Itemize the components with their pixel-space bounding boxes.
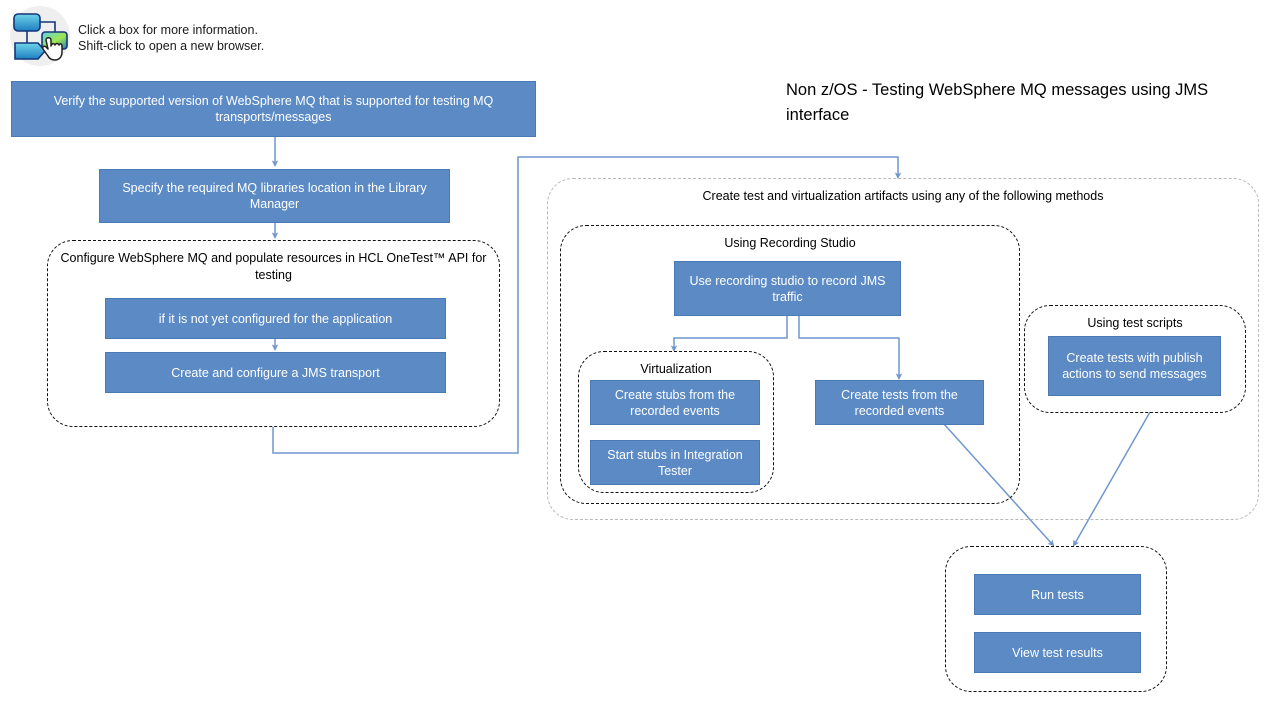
group-using-test-scripts: Using test scripts [1024,305,1246,413]
group-run-and-view-results [945,546,1167,692]
group-create-test-artifacts: Create test and virtualization artifacts… [547,178,1259,520]
group-configure-websphere-mq-label: Configure WebSphere MQ and populate reso… [60,251,487,282]
hint-line-1: Click a box for more information. [78,23,258,37]
hint-line-2: Shift-click to open a new browser. [78,39,265,53]
flowchart-click-icon [8,5,72,67]
page-title: Non z/OS - Testing WebSphere MQ messages… [786,81,1209,124]
group-virtualization-label: Virtualization [640,362,712,376]
group-using-recording-studio: Using Recording Studio [560,225,1020,504]
hint-text: Click a box for more information. Shift-… [78,22,264,54]
box-verify-supported-version[interactable]: Verify the supported version of WebSpher… [11,81,536,137]
box-specify-mq-libraries[interactable]: Specify the required MQ libraries locati… [99,169,450,223]
box-run-tests[interactable]: Run tests [974,574,1141,615]
group-virtualization: Virtualization [578,351,774,493]
group-create-test-artifacts-label: Create test and virtualization artifacts… [702,189,1104,203]
box-if-not-yet-configured[interactable]: if it is not yet configured for the appl… [105,298,446,339]
box-start-stubs[interactable]: Start stubs in Integration Tester [590,440,760,485]
box-create-tests-with-publish-actions[interactable]: Create tests with publish actions to sen… [1048,336,1221,396]
group-configure-websphere-mq: Configure WebSphere MQ and populate reso… [47,240,500,427]
group-using-test-scripts-label: Using test scripts [1087,316,1183,330]
box-create-tests-from-recorded-events[interactable]: Create tests from the recorded events [815,380,984,425]
box-view-test-results[interactable]: View test results [974,632,1141,673]
hint-bar: Click a box for more information. Shift-… [0,0,600,72]
box-create-stubs[interactable]: Create stubs from the recorded events [590,380,760,425]
box-create-configure-jms-transport[interactable]: Create and configure a JMS transport [105,352,446,393]
box-use-recording-studio[interactable]: Use recording studio to record JMS traff… [674,261,901,316]
group-using-recording-studio-label: Using Recording Studio [724,236,856,250]
